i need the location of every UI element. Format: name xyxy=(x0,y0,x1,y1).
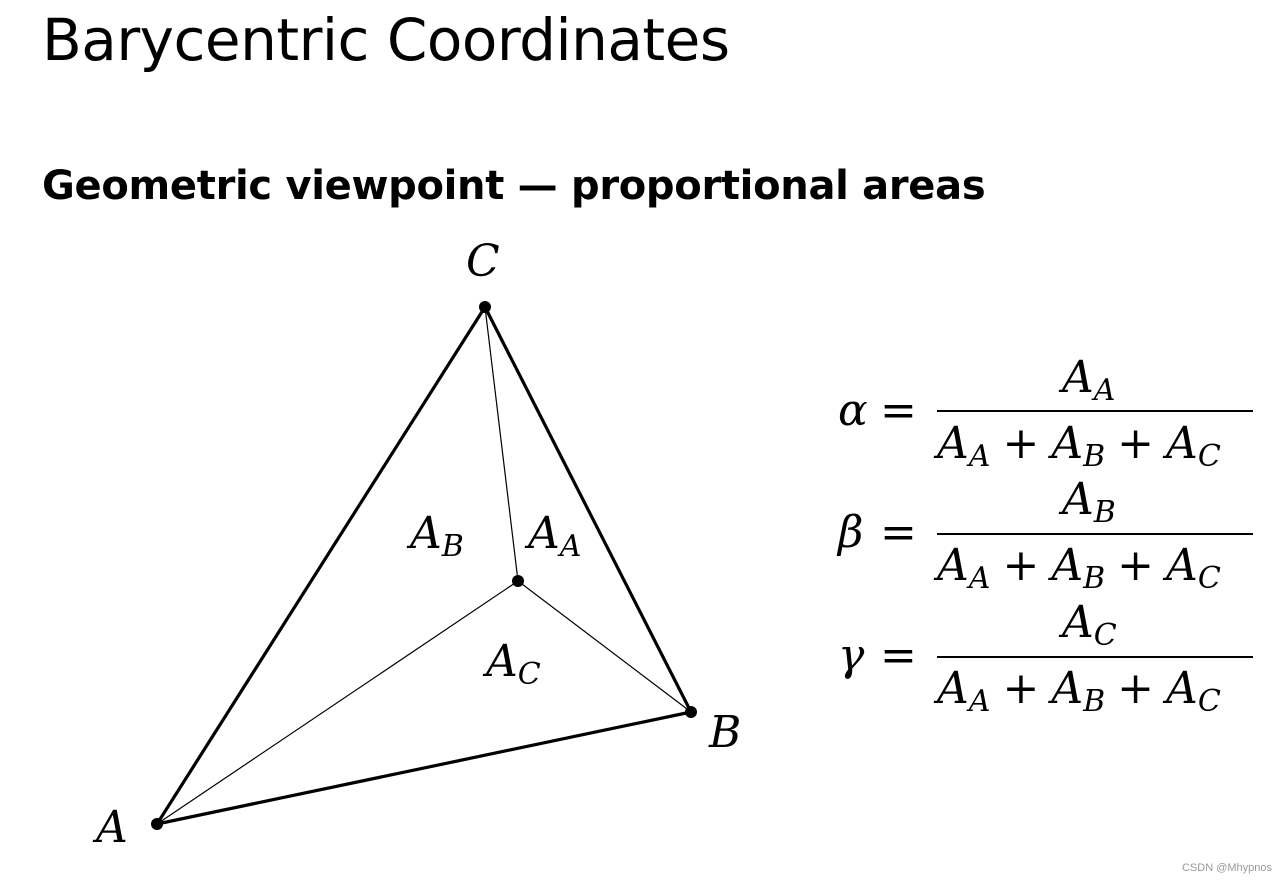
line-p-c xyxy=(484,306,519,582)
beta-numerator: AB xyxy=(1058,474,1116,530)
page-title: Barycentric Coordinates xyxy=(42,6,730,74)
gamma-equals: = xyxy=(880,630,917,681)
alpha-numerator: AA xyxy=(1058,352,1115,408)
alpha-num-sub: A xyxy=(1091,373,1116,408)
den-term-2-base: A xyxy=(1047,540,1083,591)
gamma-numerator: AC xyxy=(1058,597,1117,653)
vertex-a-dot xyxy=(151,818,163,830)
beta-equals: = xyxy=(880,507,917,558)
subtitle: Geometric viewpoint — proportional areas xyxy=(42,163,986,209)
line-p-b xyxy=(517,580,692,713)
region-a-base: A xyxy=(524,508,560,559)
edge-cb xyxy=(483,305,693,714)
den-term-1-sub: A xyxy=(966,684,991,719)
line-p-a xyxy=(156,580,519,825)
region-label-area-a: AA xyxy=(524,508,581,564)
vertex-label-c: C xyxy=(466,236,500,287)
vertex-c-dot xyxy=(479,301,491,313)
den-term-1-base: A xyxy=(933,418,969,469)
beta-num-sub: B xyxy=(1093,495,1116,530)
subdivision-lines xyxy=(156,306,692,825)
beta-symbol: β xyxy=(836,507,863,558)
den-term-1-base: A xyxy=(933,663,969,714)
den-plus-1: + xyxy=(1002,663,1039,714)
gamma-denominator: AA+AB+AC xyxy=(933,663,1221,719)
den-term-2-base: A xyxy=(1047,418,1083,469)
region-label-area-c: AC xyxy=(482,636,541,692)
den-term-3-base: A xyxy=(1162,540,1198,591)
region-c-base: A xyxy=(482,636,518,687)
region-a-sub: A xyxy=(557,529,582,564)
vertex-label-b: B xyxy=(708,707,741,758)
points xyxy=(151,301,697,830)
region-b-base: A xyxy=(406,508,442,559)
den-term-2-sub: B xyxy=(1082,684,1105,719)
den-plus-1: + xyxy=(1002,418,1039,469)
region-label-area-b: AB xyxy=(406,508,464,564)
region-c-sub: C xyxy=(518,657,541,692)
den-term-1-sub: A xyxy=(966,561,991,596)
watermark: CSDN @Mhypnos xyxy=(1181,862,1272,874)
gamma-num-sub: C xyxy=(1094,618,1117,653)
gamma-num-base: A xyxy=(1058,597,1094,648)
alpha-denominator: AA+AB+AC xyxy=(933,418,1221,474)
den-plus-2: + xyxy=(1117,418,1154,469)
edge-ab xyxy=(155,710,693,826)
alpha-equals: = xyxy=(880,385,917,436)
equation-gamma: γ = AC AA+AB+AC xyxy=(838,597,1253,719)
edge-ac xyxy=(155,305,487,826)
den-term-3-sub: C xyxy=(1198,684,1221,719)
den-plus-2: + xyxy=(1117,540,1154,591)
equation-alpha: α = AA AA+AB+AC xyxy=(838,352,1253,474)
alpha-num-base: A xyxy=(1058,352,1094,403)
den-term-2-base: A xyxy=(1047,663,1083,714)
vertex-label-a: A xyxy=(92,802,128,853)
equation-beta: β = AB AA+AB+AC xyxy=(836,474,1253,596)
den-term-1-base: A xyxy=(933,540,969,591)
den-plus-1: + xyxy=(1002,540,1039,591)
den-term-2-sub: B xyxy=(1082,561,1105,596)
den-term-1-sub: A xyxy=(966,439,991,474)
den-term-2-sub: B xyxy=(1082,439,1105,474)
beta-denominator: AA+AB+AC xyxy=(933,540,1221,596)
region-b-sub: B xyxy=(441,529,464,564)
gamma-symbol: γ xyxy=(838,630,865,681)
den-term-3-base: A xyxy=(1162,418,1198,469)
alpha-symbol: α xyxy=(838,385,868,436)
triangle xyxy=(155,305,693,826)
den-plus-2: + xyxy=(1117,663,1154,714)
den-term-3-sub: C xyxy=(1198,561,1221,596)
vertex-b-dot xyxy=(685,706,697,718)
beta-num-base: A xyxy=(1058,474,1094,525)
den-term-3-base: A xyxy=(1162,663,1198,714)
den-term-3-sub: C xyxy=(1198,439,1221,474)
interior-point-dot xyxy=(512,575,524,587)
